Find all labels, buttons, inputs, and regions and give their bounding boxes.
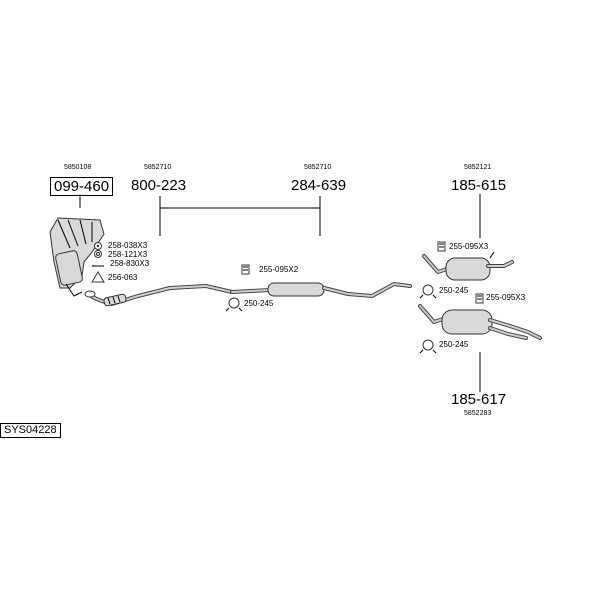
mounting-rubber-icon xyxy=(475,293,484,304)
nut-icon xyxy=(94,242,102,250)
front-pipe-part[interactable] xyxy=(84,284,234,307)
accessory-label[interactable]: 258-830X3 xyxy=(110,259,150,268)
middle-ref-number: 5852710 xyxy=(304,164,332,171)
accessory-label[interactable]: 250-245 xyxy=(244,299,274,308)
rear-silencer-top-part[interactable] xyxy=(422,251,514,281)
accessory-label[interactable]: 250-245 xyxy=(439,340,469,349)
clamp-icon xyxy=(225,297,243,312)
accessory-label[interactable]: 255-095X2 xyxy=(259,265,299,274)
front-pipe-ref-number: 5852710 xyxy=(144,164,172,171)
manifold-ref-number: 5850108 xyxy=(64,164,92,171)
rear-bottom-ref-number: 5852283 xyxy=(464,410,492,417)
gasket-icon xyxy=(91,271,105,283)
washer-icon xyxy=(94,250,102,258)
rear-top-ref-number: 5852121 xyxy=(464,164,492,171)
system-code-label: SYS04228 xyxy=(0,423,61,438)
manifold-catalyst-part[interactable] xyxy=(49,217,105,297)
rear-bottom-part-code[interactable]: 185-617 xyxy=(451,391,507,408)
accessory-label[interactable]: 250-245 xyxy=(439,286,469,295)
rear-top-part-code[interactable]: 185-615 xyxy=(451,177,507,194)
rear-silencer-bottom-part[interactable] xyxy=(418,304,542,340)
accessory-label[interactable]: 256-063 xyxy=(108,273,138,282)
stud-icon xyxy=(92,265,104,267)
middle-silencer-part[interactable] xyxy=(230,282,412,298)
accessory-label[interactable]: 255-095X3 xyxy=(449,242,489,251)
mounting-rubber-icon xyxy=(437,241,446,252)
middle-part-code[interactable]: 284-639 xyxy=(291,177,347,194)
front-pipe-part-code[interactable]: 800-223 xyxy=(131,177,187,194)
leader-lines xyxy=(79,194,481,392)
mounting-rubber-icon xyxy=(241,264,250,275)
accessory-label[interactable]: 258-121X3 xyxy=(108,250,148,259)
accessory-label[interactable]: 255-095X3 xyxy=(486,293,526,302)
accessory-label[interactable]: 258-038X3 xyxy=(108,241,148,250)
clamp-icon xyxy=(419,339,437,354)
clamp-icon xyxy=(419,284,437,299)
manifold-part-code[interactable]: 099-460 xyxy=(50,177,114,196)
